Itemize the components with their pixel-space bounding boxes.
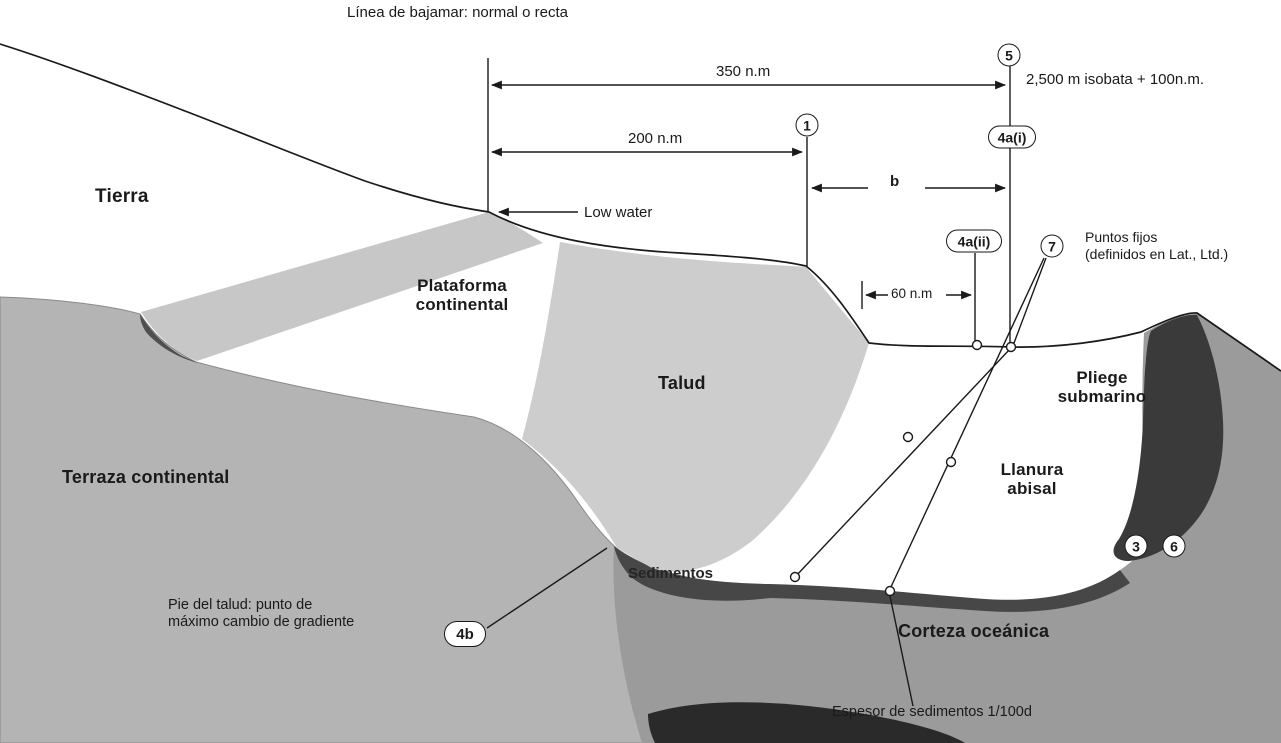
isobath-label: 2,500 m isobata + 100n.m. <box>1026 71 1205 88</box>
espesor-leader <box>889 595 914 707</box>
continental-terrace-label: Terraza continental <box>62 467 230 487</box>
dim-350nm-label: 350 n.m <box>716 63 771 80</box>
badge4b-leader <box>486 547 608 629</box>
badge-3: 3 <box>1124 534 1148 558</box>
sediment-thickness-label: Espesor de sedimentos 1/100d <box>832 704 1032 720</box>
badge-1: 1 <box>795 113 819 137</box>
badge-4a-ii: 4a(ii) <box>946 229 1002 253</box>
sediment-diagonal-b <box>889 257 1045 590</box>
fixed-point-circle <box>884 585 896 597</box>
land-label: Tierra <box>95 186 149 207</box>
terrain-surface-outline <box>0 43 1281 372</box>
badge-6: 6 <box>1162 534 1186 558</box>
sediment-diagonal-a <box>794 348 1011 578</box>
fixed-point-circle <box>789 571 801 583</box>
badge-5: 5 <box>997 43 1021 67</box>
fixed-point-circle <box>945 456 957 468</box>
badge-4a-i: 4a(i) <box>988 125 1036 149</box>
low-water-label: Low water <box>584 204 653 221</box>
dim-60nm-label: 60 n.m <box>891 286 933 301</box>
diagram-title: Línea de bajamar: normal o recta <box>347 4 568 21</box>
fixed-points-label: Puntos fijos (definidos en Lat., Ltd.) <box>1085 229 1229 262</box>
sediment-band <box>614 546 1130 612</box>
bottom-dark-band <box>648 702 965 743</box>
fixed-point-circle <box>902 431 914 443</box>
submarine-fold-label: Pliege submarino <box>1057 368 1147 407</box>
continental-shelf-label: Plataforma continental <box>415 276 509 315</box>
sediments-label: Sedimentos <box>628 565 714 582</box>
dim-200nm-label: 200 n.m <box>628 130 683 147</box>
submarine-fold-dark-wedge <box>1113 314 1224 561</box>
continental-slope-region <box>522 242 869 572</box>
foot-of-slope-label: Pie del talud: punto de máximo cambio de… <box>168 597 355 631</box>
fixed-point-circle <box>1005 341 1017 353</box>
fixed-point-circle <box>971 339 983 351</box>
coast-shading-band <box>141 212 543 361</box>
abyssal-plain-label: Llanura abisal <box>1000 460 1064 499</box>
slope-label: Talud <box>658 373 706 393</box>
dim-b-label: b <box>890 173 900 190</box>
badge7-leader <box>1013 257 1047 344</box>
oceanic-crust-region <box>613 312 1281 743</box>
oceanic-crust-label: Corteza oceánica <box>898 621 1050 641</box>
badge-4b: 4b <box>444 621 486 647</box>
badge-7: 7 <box>1040 234 1064 258</box>
